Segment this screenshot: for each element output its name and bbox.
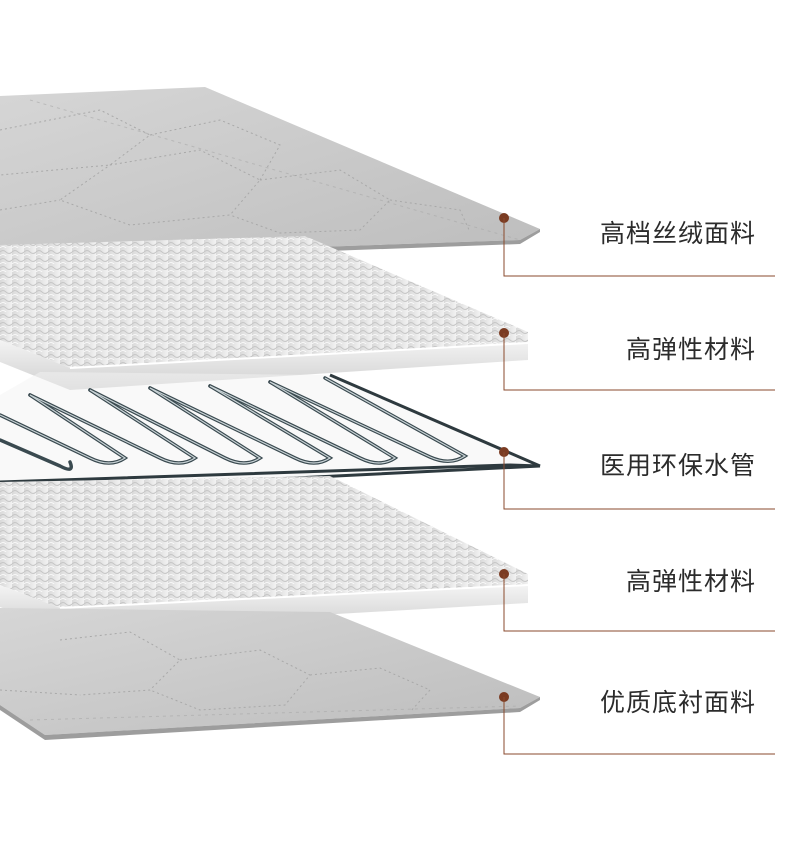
callout-2 xyxy=(499,328,775,391)
bottom-fabric-layer xyxy=(0,608,540,740)
layer-label-lower-foam: 高弹性材料 xyxy=(625,567,756,596)
layer-label-upper-foam: 高弹性材料 xyxy=(625,335,756,364)
lower-foam-layer xyxy=(0,476,529,630)
upper-foam-layer xyxy=(0,236,529,390)
callout-4 xyxy=(499,569,775,632)
layer-label-bottom-fabric: 优质底衬面料 xyxy=(599,688,756,717)
top-fabric-layer xyxy=(0,87,540,263)
layer-label-top-fabric: 高档丝绒面料 xyxy=(599,219,756,248)
callout-1 xyxy=(499,213,775,277)
callout-5 xyxy=(499,692,775,755)
layer-label-water-pipe: 医用环保水管 xyxy=(599,451,756,480)
callout-3 xyxy=(499,447,775,510)
water-pipe-layer xyxy=(0,372,541,494)
